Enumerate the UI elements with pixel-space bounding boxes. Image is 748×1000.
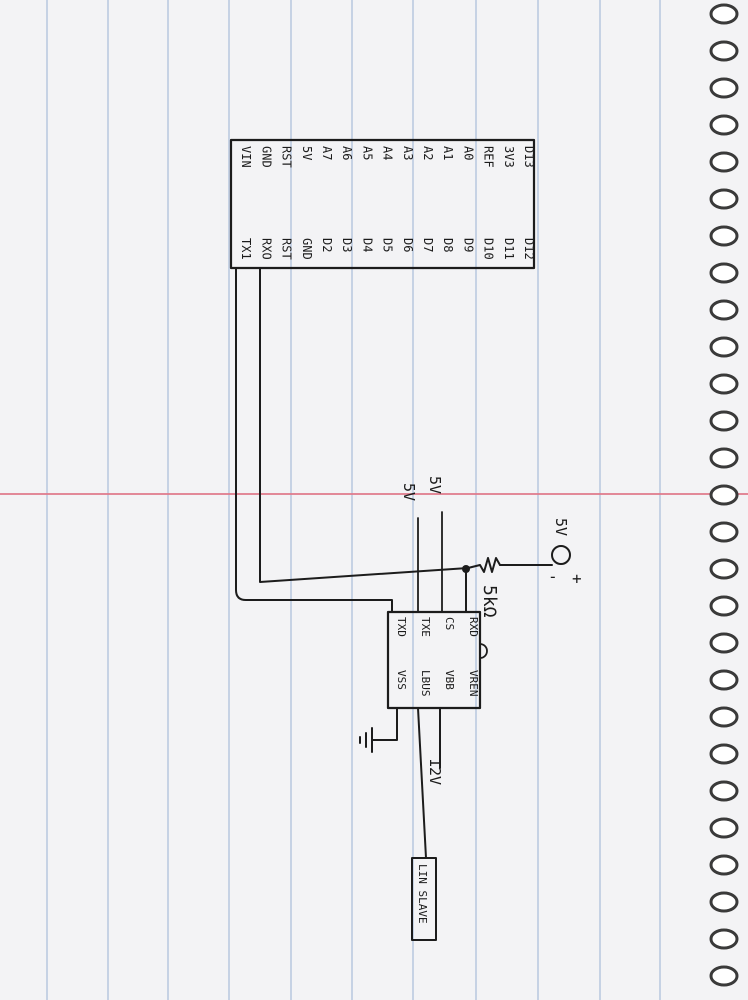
transceiver-bottom-pins: VREN VBB LBUS VSS [395,670,480,697]
board-pin-d5: D5 [381,238,395,252]
supply-plus-label: + [572,569,582,588]
spiral-ring [709,40,739,62]
chip-pin-rxd: RXD [467,617,480,637]
spiral-binding [709,3,739,987]
board-pin-a4: A4 [381,146,395,160]
chip-notch [479,643,488,659]
spiral-ring [709,743,739,765]
board-pin-a2: A2 [421,146,435,160]
chip-pin-cs: CS [443,617,456,630]
board-pin-d9: D9 [461,238,475,252]
board-pin-a3: A3 [401,146,415,160]
board-pin-d6: D6 [401,238,415,252]
board-pin-rst: RST [280,146,294,168]
supply-terminal [551,545,571,565]
right-header-pins: D13 3V3 REF A0 A1 A2 A3 A4 A5 A6 A7 5V RST GND VIN [239,146,536,168]
resistor-label: 5kΩ [479,585,500,618]
pullup-resistor [467,557,553,573]
board-pin-d13: D13 [522,146,536,168]
board-pin-3v3: 3V3 [502,146,516,168]
board-pin-gnd: GND [259,146,273,168]
spiral-ring [709,484,739,506]
board-pin-d7: D7 [421,238,435,252]
chip-pin-vss: VSS [395,670,408,690]
spiral-ring [709,114,739,136]
spiral-ring [709,299,739,321]
spiral-ring [709,854,739,876]
board-pin-a7: A7 [320,146,334,160]
board-pin-rst: RST [280,238,294,260]
lin-transceiver-outline [386,610,482,710]
spiral-ring [709,928,739,950]
board-pin-tx1: TX1 [239,238,253,260]
board-pin-ref: REF [482,146,496,168]
arduino-board-outline [229,138,536,270]
supply-voltage-label: 5V [552,518,570,536]
spiral-ring [709,151,739,173]
spiral-ring [709,817,739,839]
spiral-ring [709,595,739,617]
chip-pin-vbb: VBB [443,670,456,690]
spiral-ring [709,558,739,580]
board-pin-gnd: GND [300,238,314,260]
left-header-pins: D12 D11 D10 D9 D8 D7 D6 D5 D4 D3 D2 GND RST RXO TX1 [239,238,536,260]
board-pin-d4: D4 [360,238,374,252]
board-pin-vin: VIN [239,146,253,168]
spiral-ring [709,780,739,802]
board-pin-a5: A5 [360,146,374,160]
notebook-rules [46,0,661,1000]
spiral-ring [709,373,739,395]
serial-wires [235,267,469,613]
ground-symbol [359,707,398,753]
spiral-ring [709,77,739,99]
board-pin-rxo: RXO [259,238,273,260]
board-pin-a6: A6 [340,146,354,160]
chip-pin-txd: TXD [395,617,408,637]
supply-node: 5V + - [548,518,582,588]
cs-voltage-label: 5V [426,476,444,494]
spiral-ring [709,521,739,543]
chip-pin-txe: TXE [419,617,432,637]
board-pin-a0: A0 [461,146,475,160]
board-pin-a1: A1 [441,146,455,160]
txe-voltage-label: 5V [400,483,418,501]
board-pin-d12: D12 [522,238,536,260]
spiral-ring [709,632,739,654]
spiral-ring [709,891,739,913]
spiral-ring [709,262,739,284]
spiral-ring [709,336,739,358]
spiral-ring [709,188,739,210]
lin-slave-label: LIN SLAVE [416,864,429,924]
board-pin-d2: D2 [320,238,334,252]
lin-slave-box [411,857,437,941]
chip-pin-lbus: LBUS [419,670,432,697]
spiral-ring [709,225,739,247]
chip-pin-vren: VREN [467,670,480,697]
board-pin-d10: D10 [482,238,496,260]
spiral-ring [709,3,739,25]
spiral-ring [709,965,739,987]
board-pin-d3: D3 [340,238,354,252]
transceiver-top-pins: RXD CS TXE TXD [395,617,480,637]
spiral-ring [709,410,739,432]
spiral-ring [709,669,739,691]
spiral-ring [709,706,739,728]
board-pin-d8: D8 [441,238,455,252]
board-pin-d11: D11 [502,238,516,260]
cs-txe-pullups [417,511,443,613]
spiral-ring [709,447,739,469]
vbb-voltage-label: 12V [426,758,444,785]
lin-bus-wire [417,707,427,859]
supply-minus-label: - [548,567,558,586]
board-pin-5v: 5V [300,146,314,160]
